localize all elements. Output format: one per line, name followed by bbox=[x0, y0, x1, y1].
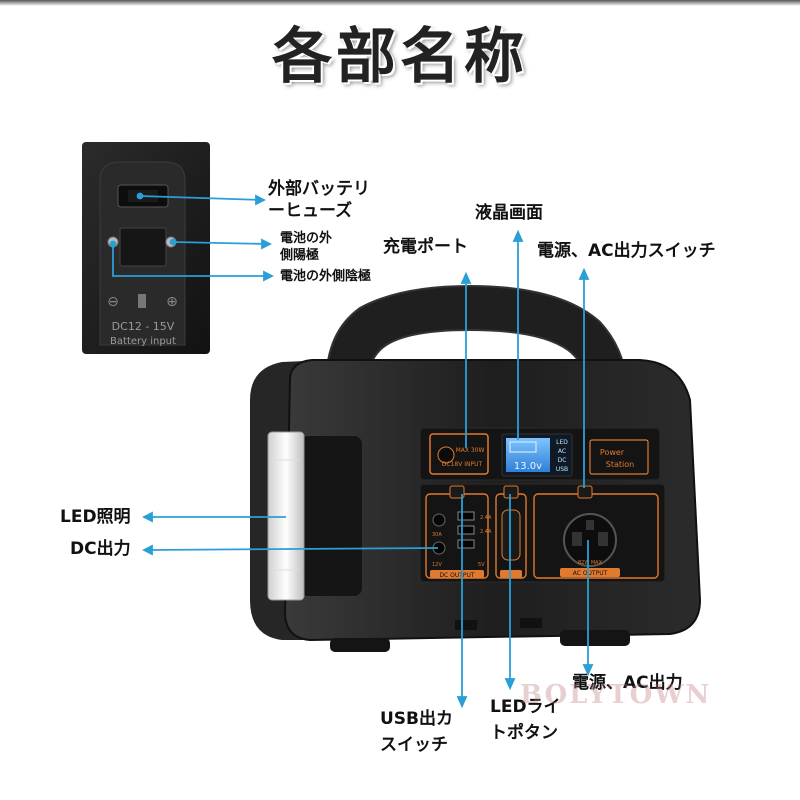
usb-value-3: 5V bbox=[478, 562, 485, 568]
lcd-indicator-led: LED bbox=[556, 439, 568, 446]
lcd-value: 13.0v bbox=[514, 461, 542, 472]
dc-value-1: 30A bbox=[432, 532, 442, 538]
charge-port-frame bbox=[429, 433, 489, 475]
charge-port-text: MAX 30W bbox=[456, 447, 485, 454]
label-led-light-button: LEDライ トポタン bbox=[490, 697, 561, 743]
label-led-light: LED照明 bbox=[60, 507, 131, 527]
ac-output-text: AC OUTPUT bbox=[573, 570, 608, 577]
lcd-indicator-ac: AC bbox=[558, 448, 566, 455]
label-external-fuse: 外部バッテリ ーヒューズ bbox=[268, 179, 370, 221]
usb-value-2: 2.4A bbox=[480, 529, 492, 535]
usb-port-2 bbox=[457, 525, 475, 535]
label-battery-positive: 電池の外 側陽極 bbox=[280, 231, 333, 263]
ac-text: 82W MAX bbox=[578, 560, 603, 566]
lcd-screen bbox=[506, 438, 550, 472]
lcd-indicator-dc: DC bbox=[558, 457, 567, 464]
inset-plus-symbol: ⊕ bbox=[166, 294, 178, 310]
dc-output-text: DC OUTPUT bbox=[439, 572, 475, 579]
label-usb-switch: USB出カ スイッチ bbox=[380, 709, 454, 755]
power-station-badge bbox=[589, 439, 649, 475]
label-power-ac-switch: 電源、AC出力スイッチ bbox=[537, 241, 716, 261]
callout-lines bbox=[109, 192, 594, 709]
top-band bbox=[0, 0, 800, 6]
power-station-line1: Power bbox=[600, 448, 625, 457]
usb-port-3 bbox=[457, 539, 475, 549]
label-power-ac-output: 電源、AC出力 bbox=[572, 673, 683, 693]
inset-input-text: Battery input bbox=[110, 336, 176, 347]
power-station-line2: Station bbox=[606, 460, 634, 469]
battery-input-inset: ⊖ ⊕ DC12 - 15V Battery input bbox=[82, 142, 210, 354]
watermark: BOLYTOWN bbox=[520, 680, 712, 710]
charge-port-sub: DC18V INPUT bbox=[442, 461, 483, 468]
usb-port-1 bbox=[457, 511, 475, 521]
lcd-indicator-usb: USB bbox=[556, 466, 568, 473]
dc-socket-top bbox=[432, 513, 446, 527]
ac-socket bbox=[563, 513, 617, 567]
usb-value-1: 2.4A bbox=[480, 515, 492, 521]
lower-panel bbox=[419, 483, 666, 583]
label-dc-output: DC出力 bbox=[70, 539, 131, 559]
battery-terminal bbox=[119, 227, 167, 267]
inset-voltage-text: DC12 - 15V bbox=[112, 320, 175, 333]
label-battery-negative: 電池の外側陰極 bbox=[280, 269, 372, 284]
led-button bbox=[503, 485, 519, 499]
page-title: 各部名称 bbox=[272, 22, 528, 92]
inset-minus-symbol: ⊖ bbox=[107, 294, 119, 310]
ac-button bbox=[577, 485, 593, 499]
dc-value-2: 12V bbox=[432, 562, 442, 568]
charge-port bbox=[437, 446, 455, 464]
led-light-panel bbox=[267, 431, 305, 601]
label-lcd-screen: 液晶画面 bbox=[475, 203, 543, 223]
power-station: MAX 30W DC18V INPUT 13.0v LED AC DC USB … bbox=[250, 284, 702, 652]
label-charge-port: 充電ポート bbox=[383, 237, 468, 257]
ac-section-frame bbox=[533, 493, 659, 579]
dc-usb-button bbox=[449, 485, 465, 499]
